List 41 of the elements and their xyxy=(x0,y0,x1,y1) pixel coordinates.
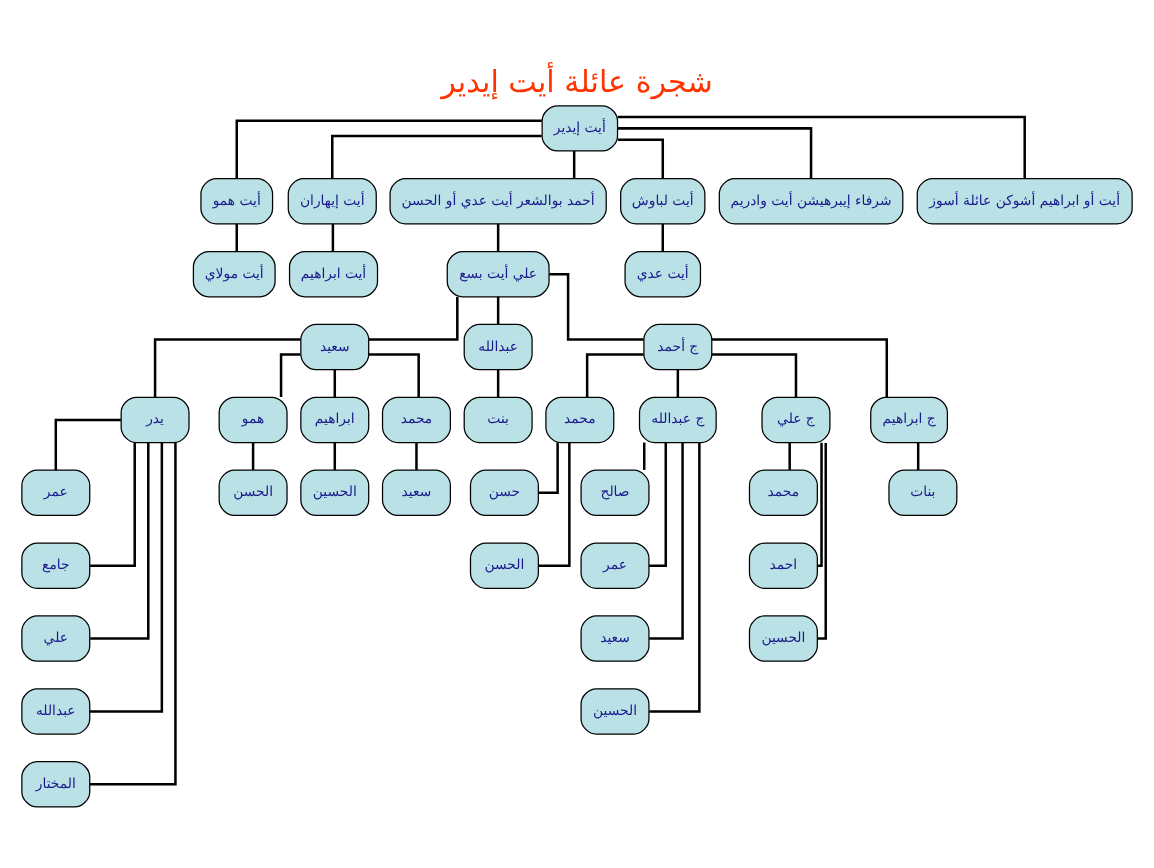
connector xyxy=(712,352,798,397)
connector xyxy=(235,118,542,178)
connector xyxy=(279,352,301,397)
connector xyxy=(331,133,542,178)
connector xyxy=(235,222,238,251)
connector xyxy=(788,441,791,469)
connector xyxy=(617,137,665,178)
connector xyxy=(676,368,680,396)
connector xyxy=(618,126,813,178)
connector xyxy=(649,441,701,712)
connector xyxy=(331,222,335,251)
connector xyxy=(89,441,177,785)
connector xyxy=(333,368,337,396)
connector xyxy=(585,352,644,397)
connector xyxy=(90,441,136,566)
connector xyxy=(368,296,459,340)
connector xyxy=(496,222,500,251)
connector xyxy=(572,150,576,178)
connector xyxy=(649,441,684,639)
connector xyxy=(496,368,500,396)
connector xyxy=(251,441,255,469)
connector xyxy=(649,441,667,566)
connector xyxy=(549,271,644,340)
diagram-title: شجرة عائلة أيت إيدير xyxy=(441,63,713,100)
connector xyxy=(711,337,889,397)
connector xyxy=(415,441,418,469)
connector xyxy=(916,441,920,469)
connector xyxy=(333,441,337,469)
connector xyxy=(817,441,827,639)
connector xyxy=(642,441,646,469)
connector xyxy=(90,441,150,639)
connector xyxy=(54,417,121,470)
connector xyxy=(368,352,420,397)
connector xyxy=(661,222,665,251)
connector xyxy=(89,441,164,712)
connector xyxy=(817,441,823,566)
connector xyxy=(538,441,571,566)
connector xyxy=(496,295,500,324)
connector xyxy=(617,114,1026,178)
connector xyxy=(538,441,559,494)
connector xyxy=(153,337,301,397)
